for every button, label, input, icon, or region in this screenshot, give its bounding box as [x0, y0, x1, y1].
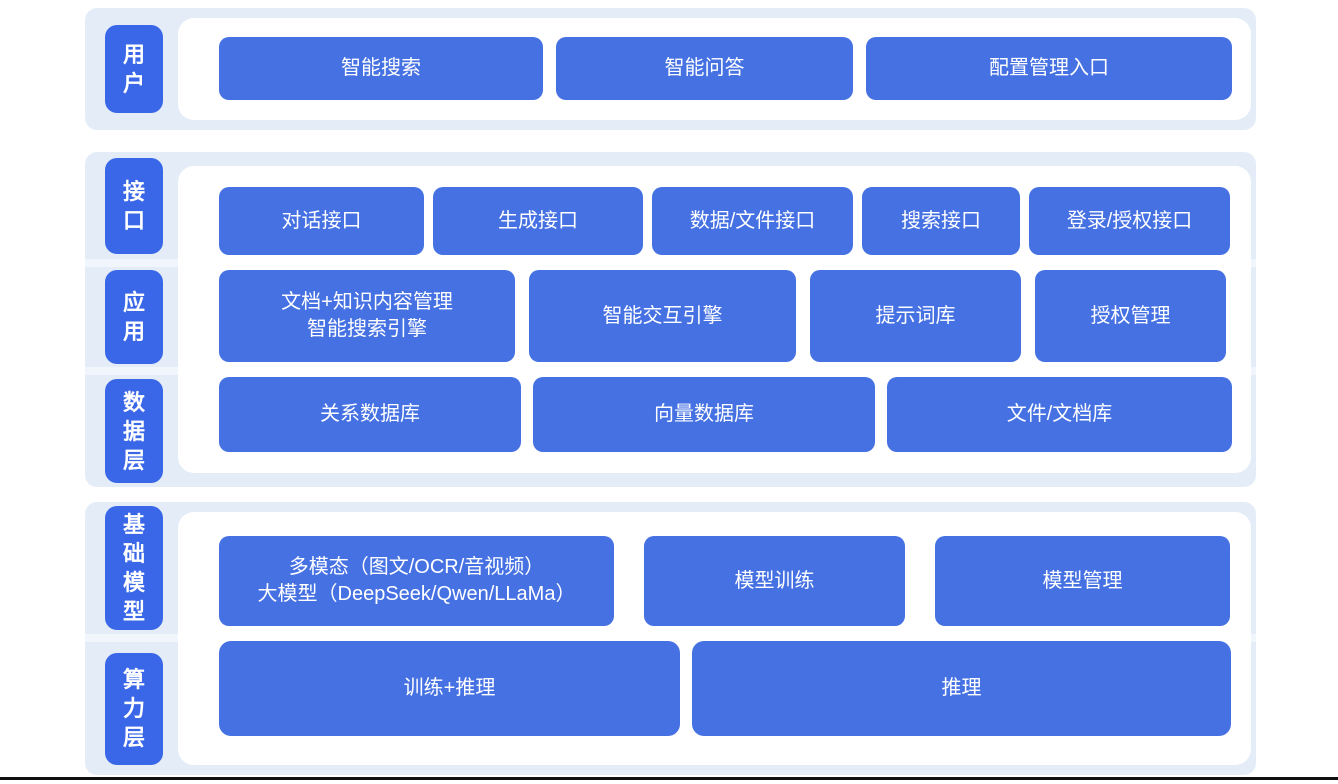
layer-label-compute-text: 算力层 [122, 667, 145, 750]
section-user-layer: 用户 智能搜索 智能问答 配置管理入口 [85, 8, 1256, 130]
block-generation-api: 生成接口 [433, 187, 643, 255]
block-label: 授权管理 [1090, 304, 1171, 327]
layer-label-foundation-model: 基础模型 [105, 506, 163, 630]
block-search-api: 搜索接口 [862, 187, 1020, 255]
block-label: 对话接口 [281, 209, 362, 232]
block-label: 搜索接口 [901, 209, 981, 232]
block-config-management-entry: 配置管理入口 [866, 37, 1232, 100]
compute-layer-row: 训练+推理 推理 [219, 641, 1232, 736]
block-login-auth-api: 登录/授权接口 [1029, 187, 1230, 255]
layer-label-compute: 算力层 [105, 652, 163, 765]
block-intelligent-search: 智能搜索 [219, 37, 543, 100]
platform-panel: 对话接口 生成接口 数据/文件接口 搜索接口 登录/授权接口 文档+知识内容管理 [178, 166, 1251, 473]
infra-panel: 多模态（图文/OCR/音视频） 大模型（DeepSeek/Qwen/LLaMa）… [178, 512, 1251, 765]
layer-label-foundation-model-text: 基础模型 [122, 512, 145, 624]
block-interaction-engine: 智能交互引擎 [529, 270, 796, 362]
block-label: 关系数据库 [320, 403, 420, 425]
block-model-training: 模型训练 [644, 536, 905, 626]
block-label-line1: 文档+知识内容管理 [281, 291, 453, 313]
layer-label-interface-text: 接口 [122, 178, 145, 233]
layer-label-data-text: 数据层 [122, 389, 145, 473]
section-infrastructure-layers: 基础模型 算力层 多模态（图文/OCR/音视频） 大模型（DeepSeek/Qw… [85, 502, 1256, 775]
block-label: 登录/授权接口 [1066, 209, 1193, 232]
block-label: 训练+推理 [403, 677, 496, 699]
layer-label-user-text: 用户 [122, 42, 145, 96]
layer-label-application-text: 应用 [122, 290, 145, 344]
block-multimodal-llm: 多模态（图文/OCR/音视频） 大模型（DeepSeek/Qwen/LLaMa） [219, 536, 614, 626]
layer-label-user: 用户 [105, 25, 163, 113]
block-label: 模型训练 [734, 569, 815, 592]
section-platform-layers: 接口 应用 数据层 对话接口 生成接口 数据/文件接 [85, 152, 1256, 487]
block-inference: 推理 [692, 641, 1231, 736]
layer-label-data: 数据层 [105, 379, 163, 483]
block-vector-database: 向量数据库 [533, 377, 875, 452]
application-row: 文档+知识内容管理 智能搜索引擎 智能交互引擎 提示词库 授权管理 [219, 270, 1232, 362]
block-relational-database: 关系数据库 [219, 377, 521, 452]
user-row: 智能搜索 智能问答 配置管理入口 [219, 37, 1232, 100]
block-prompt-library: 提示词库 [810, 270, 1021, 362]
block-model-management: 模型管理 [935, 536, 1230, 626]
block-label: 模型管理 [1042, 569, 1123, 592]
layer-label-application: 应用 [105, 270, 163, 364]
block-label: 文件/文档库 [1006, 403, 1113, 425]
block-label: 推理 [941, 677, 982, 699]
block-training-plus-inference: 训练+推理 [219, 641, 680, 736]
block-file-document-store: 文件/文档库 [887, 377, 1232, 452]
block-label: 提示词库 [875, 304, 956, 327]
block-intelligent-qa: 智能问答 [556, 37, 853, 100]
layer-label-interface: 接口 [105, 157, 163, 254]
foundation-model-row: 多模态（图文/OCR/音视频） 大模型（DeepSeek/Qwen/LLaMa）… [219, 536, 1232, 626]
block-label: 配置管理入口 [989, 57, 1109, 79]
block-data-file-api: 数据/文件接口 [652, 187, 853, 255]
user-panel: 智能搜索 智能问答 配置管理入口 [178, 18, 1251, 120]
block-doc-knowledge-search-engine: 文档+知识内容管理 智能搜索引擎 [219, 270, 515, 362]
block-label: 智能搜索 [341, 57, 421, 79]
data-layer-row: 关系数据库 向量数据库 文件/文档库 [219, 377, 1232, 452]
block-dialog-api: 对话接口 [219, 187, 424, 255]
bottom-border-line [0, 777, 1338, 780]
block-label-line2: 智能搜索引擎 [307, 318, 427, 340]
block-label-line1: 多模态（图文/OCR/音视频） [288, 556, 545, 578]
block-label: 数据/文件接口 [689, 209, 816, 232]
block-label-line2: 大模型（DeepSeek/Qwen/LLaMa） [257, 583, 576, 605]
block-label: 生成接口 [498, 209, 578, 232]
block-label: 智能交互引擎 [602, 304, 723, 327]
block-label: 向量数据库 [654, 403, 754, 425]
block-label: 智能问答 [664, 57, 745, 79]
block-authorization-management: 授权管理 [1035, 270, 1226, 362]
interface-row: 对话接口 生成接口 数据/文件接口 搜索接口 登录/授权接口 [219, 187, 1232, 255]
